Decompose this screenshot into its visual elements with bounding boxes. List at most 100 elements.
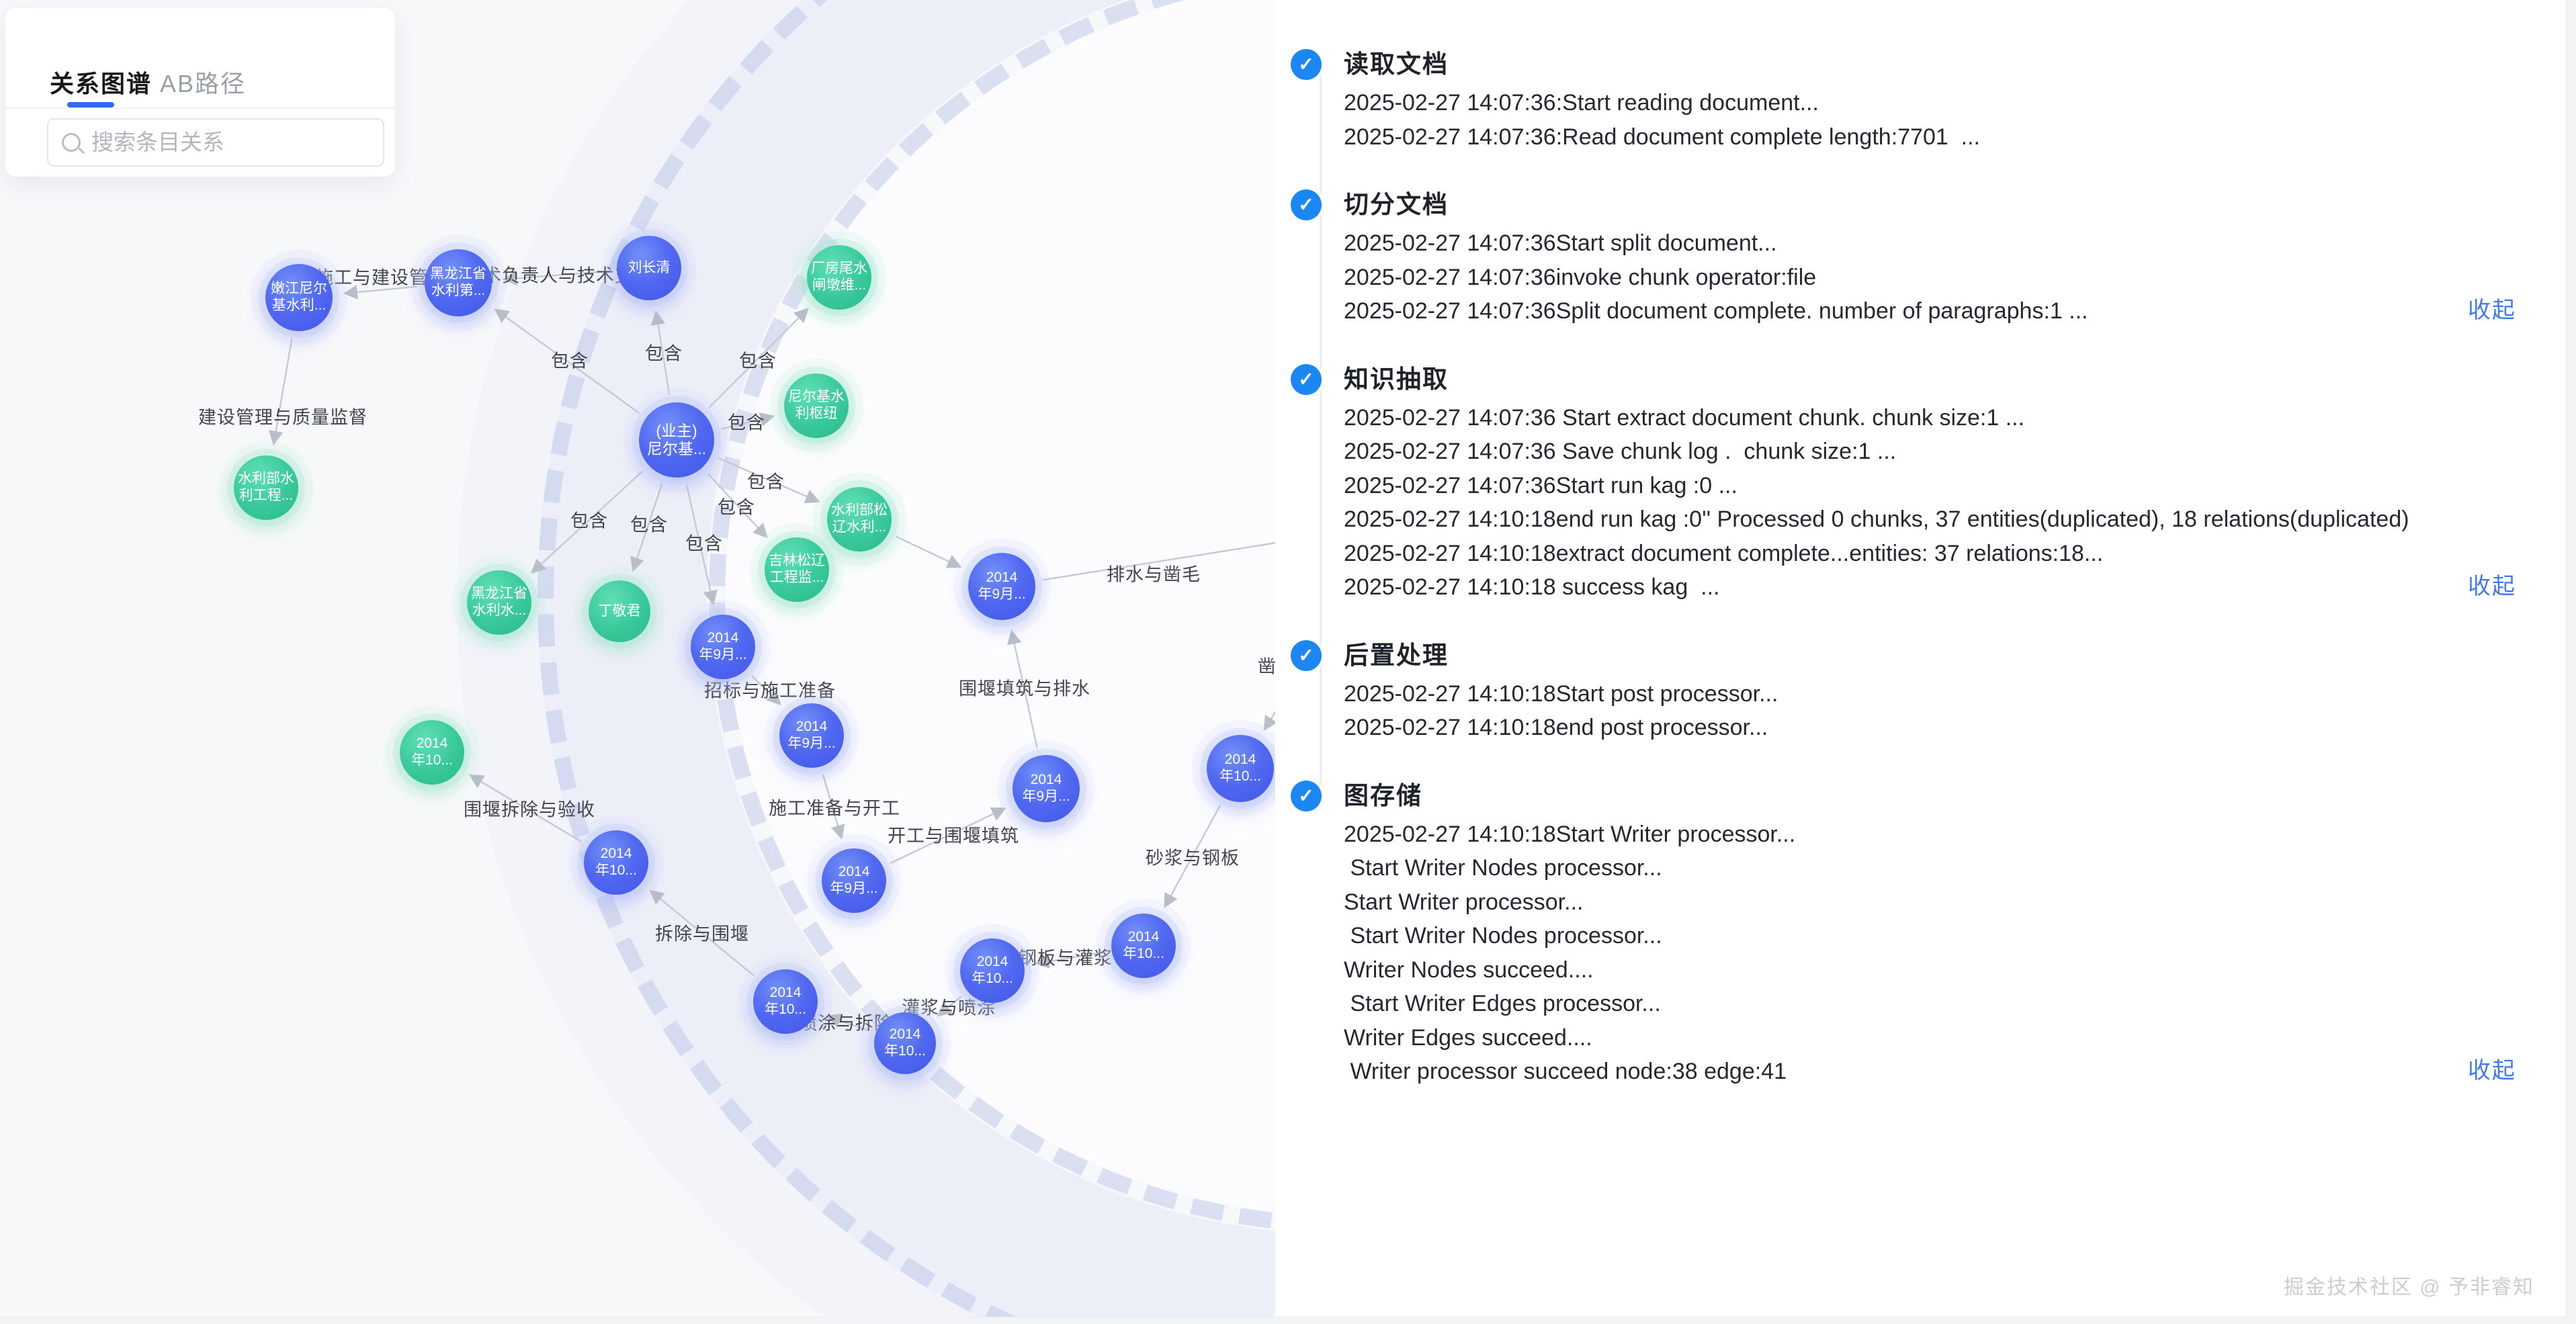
edge-label: 施工与建设管理 [315, 267, 447, 288]
graph-edges-layer [268, 270, 1275, 1032]
steps-timeline-line [1320, 64, 1322, 801]
graph-node[interactable]: 刘长清 [617, 236, 681, 300]
graph-node[interactable]: 吉林松辽工程监... [765, 537, 829, 602]
step-log-lines: 2025-02-27 14:07:36Start split document.… [1344, 226, 2567, 328]
collapse-link[interactable]: 收起 [2468, 297, 2516, 323]
watermark-text: 掘金技术社区 @ 予非睿知 [2283, 1276, 2534, 1298]
log-line: 2025-02-27 14:07:36 Save chunk log . chu… [1344, 439, 1897, 464]
graph-node[interactable]: 水利部水利工程... [234, 455, 298, 520]
step-log-lines: 2025-02-27 14:07:36:Start reading docume… [1344, 86, 2567, 154]
log-line: Writer processor succeed node:38 edge:41 [1344, 1059, 1787, 1084]
edge-label: 拆除与围堰 [655, 924, 749, 944]
edge-label: 包含 [551, 351, 589, 371]
search-icon [62, 133, 81, 152]
collapse-link[interactable]: 收起 [2468, 1057, 2516, 1084]
edge-label: 排水与凿毛 [1107, 564, 1201, 585]
log-line: 2025-02-27 14:10:18Start post processor.… [1344, 680, 1778, 707]
pipeline-step: ✓ 知识抽取 2025-02-27 14:07:36 Start extract… [1291, 363, 2567, 605]
log-line: 2025-02-27 14:10:18extract document comp… [1344, 540, 2104, 566]
vertical-scrollbar[interactable] [2566, 0, 2576, 1324]
graph-node[interactable]: 厂房尾水闸墩维... [807, 245, 871, 310]
tab-ab-path[interactable]: AB路径 [160, 70, 247, 97]
log-line: 2025-02-27 14:07:36Split document comple… [1344, 298, 2088, 324]
graph-node[interactable]: 黑龙江省水利水... [467, 570, 531, 635]
step-done-check-icon: ✓ [1291, 49, 1322, 80]
step-title: 知识抽取 [1344, 365, 1449, 393]
step-title: 图存储 [1344, 781, 1422, 809]
edge-label: 砂浆与钢板 [1146, 848, 1240, 869]
pipeline-log-panel: ✓ 读取文档 2025-02-27 14:07:36:Start reading… [1275, 0, 2567, 1324]
log-line: 2025-02-27 14:07:36Start run kag :0 ... [1344, 472, 1737, 498]
tab-relation-graph[interactable]: 关系图谱 [50, 70, 153, 97]
edge-label: 开工与围堰填筑 [888, 826, 1019, 846]
step-done-check-icon: ✓ [1291, 189, 1322, 220]
pipeline-step: ✓ 后置处理 2025-02-27 14:10:18Start post pro… [1291, 639, 2567, 745]
steps-container: ✓ 读取文档 2025-02-27 14:07:36:Start reading… [1291, 48, 2567, 1089]
log-line: Writer Nodes succeed.... [1344, 957, 1594, 983]
log-line: 2025-02-27 14:10:18end run kag :0'' Proc… [1344, 506, 2409, 532]
log-line: 2025-02-27 14:07:36Start split document.… [1344, 230, 1777, 256]
graph-node[interactable]: 黑龙江省水利第... [425, 249, 492, 316]
tabs-divider [5, 107, 395, 109]
graph-node[interactable]: 尼尔基水利枢纽 [784, 373, 849, 438]
search-box[interactable] [47, 118, 384, 167]
edge-label: 施工准备与开工 [769, 798, 900, 819]
log-line: 2025-02-27 14:07:36:Start reading docume… [1344, 90, 1819, 116]
pipeline-step: ✓ 切分文档 2025-02-27 14:07:36Start split do… [1291, 189, 2567, 328]
log-line: Writer Edges succeed.... [1344, 1024, 1592, 1051]
log-line: Start Writer processor... [1344, 889, 1584, 915]
edge-label: 包含 [747, 472, 785, 492]
log-line: Start Writer Nodes processor... [1344, 855, 1662, 881]
log-line: 2025-02-27 14:10:18 success kag ... [1344, 574, 1720, 600]
log-line: Start Writer Edges processor... [1344, 991, 1661, 1016]
edge-label: 包含 [630, 515, 668, 535]
edge-label: 钢板与灌浆 [1019, 948, 1113, 969]
active-tab-indicator [67, 102, 114, 107]
relation-graph-panel: 嫩江尼尔基水利... 黑龙江省水利第... 刘长清 厂房尾水闸墩维... (业主)尼尔基… [0, 0, 1275, 1324]
edge-label: 建设管理与质量监督 [198, 407, 368, 428]
step-log-lines: 2025-02-27 14:10:18Start Writer processo… [1344, 818, 2567, 1089]
graph-node[interactable]: 水利部松辽水利... [827, 487, 892, 551]
graph-node[interactable]: (业主)尼尔基... [639, 402, 714, 478]
step-done-check-icon: ✓ [1291, 363, 1322, 395]
horizontal-scrollbar[interactable] [0, 1317, 2576, 1324]
log-line: 2025-02-27 14:07:36invoke chunk operator… [1344, 264, 1817, 290]
step-title: 读取文档 [1344, 50, 1449, 78]
edge-label: 凿毛与钢筋 [1258, 656, 1275, 677]
step-title: 后置处理 [1344, 641, 1449, 669]
step-log-lines: 2025-02-27 14:10:18Start post processor.… [1344, 677, 2567, 745]
edge-label: 包含 [739, 351, 777, 371]
log-line: 2025-02-27 14:07:36:Read document comple… [1344, 124, 1981, 150]
step-done-check-icon: ✓ [1291, 639, 1322, 671]
graph-edge [268, 338, 293, 446]
edge-label: 围堰填筑与排水 [959, 678, 1090, 699]
step-title: 切分文档 [1344, 191, 1449, 218]
edge-label: 包含 [685, 533, 723, 554]
search-input[interactable] [90, 129, 378, 156]
collapse-link[interactable]: 收起 [2468, 573, 2516, 599]
edge-label: 包含 [718, 497, 755, 518]
graph-node[interactable]: 丁敬君 [589, 580, 650, 642]
log-line: Start Writer Nodes processor... [1344, 923, 1662, 948]
edge-label: 招标与施工准备 [704, 680, 836, 701]
log-line: 2025-02-27 14:10:18Start Writer processo… [1344, 821, 1796, 847]
edge-label: 围堰拆除与验收 [464, 799, 595, 820]
graph-node[interactable]: 嫩江尼尔基水利... [265, 264, 333, 331]
edge-label: 包含 [645, 343, 683, 364]
edge-label: 包含 [728, 412, 765, 433]
graph-edge [895, 535, 962, 568]
graph-edge [343, 285, 417, 300]
pipeline-step: ✓ 图存储 2025-02-27 14:10:18Start Writer pr… [1291, 780, 2567, 1089]
